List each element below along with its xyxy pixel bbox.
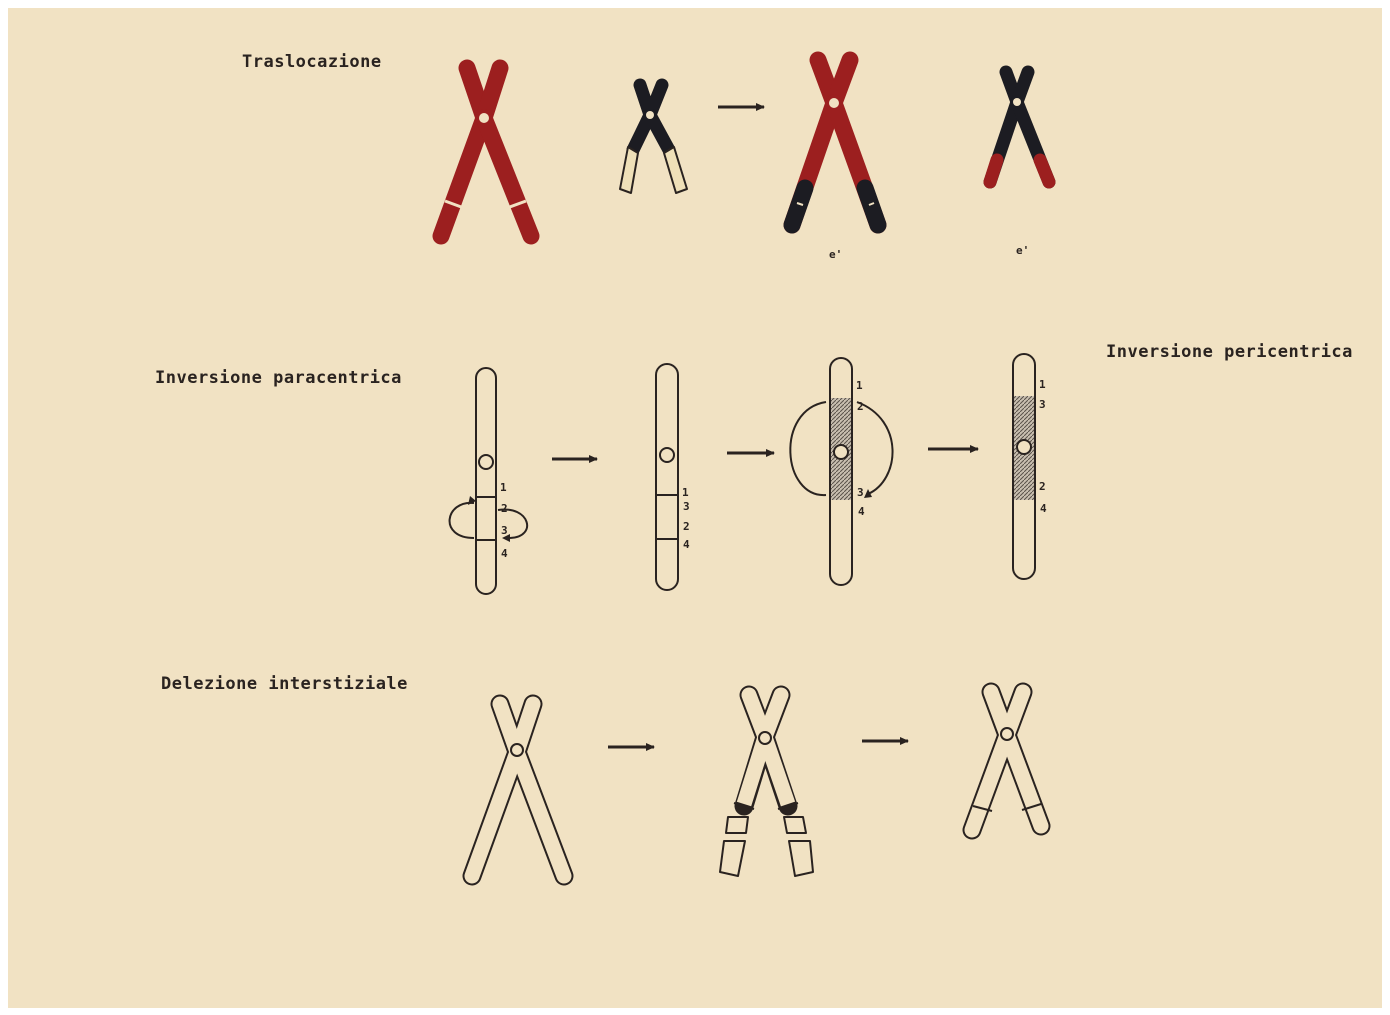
translocation-derivative-red (792, 60, 878, 225)
inversion-loop-left (450, 503, 474, 538)
deleted-fragment-left (726, 817, 748, 833)
pericentric-chromosome-original: 1 2 3 4 (790, 358, 892, 585)
band-number-1: 1 (682, 486, 689, 499)
centromere-icon (479, 455, 493, 469)
pericentric-chromosome-inverted: 1 3 2 4 (1013, 354, 1047, 579)
translocation-chromosome-red (441, 68, 531, 236)
translocation-chromosome-dark (620, 85, 687, 193)
deletion-chromosome-result (972, 692, 1041, 830)
band-number-2: 2 (683, 520, 690, 533)
band-number-1: 1 (500, 481, 507, 494)
band-number-3: 3 (857, 486, 864, 499)
derivative-label-1: e' (829, 248, 842, 261)
centromere-icon (759, 732, 771, 744)
centromere-icon (829, 98, 839, 108)
centromere-icon (1013, 98, 1021, 106)
band-number-2: 2 (501, 502, 508, 515)
centromere-icon (1001, 728, 1013, 740)
terminal-fragment-right (789, 841, 813, 876)
band-number-3: 3 (683, 500, 690, 513)
inversion-loop-right (857, 402, 893, 494)
deleted-fragment-right (784, 817, 806, 833)
band-number-1: 1 (1039, 378, 1046, 391)
centromere-icon (511, 744, 523, 756)
band-number-4: 4 (501, 547, 508, 560)
centromere-icon (479, 113, 489, 123)
centromere-icon (646, 111, 654, 119)
band-number-2: 2 (1039, 480, 1046, 493)
deletion-chromosome-original (472, 704, 564, 876)
centromere-icon (660, 448, 674, 462)
paracentric-chromosome-inverted: 1 3 2 4 (656, 364, 690, 590)
centromere-icon (834, 445, 848, 459)
deletion-chromosome-broken (720, 695, 813, 876)
translocation-derivative-dark (990, 72, 1049, 182)
terminal-fragment-left (720, 841, 745, 876)
band-number-4: 4 (858, 505, 865, 518)
band-number-4: 4 (1040, 502, 1047, 515)
band-number-2: 2 (857, 400, 864, 413)
band-number-1: 1 (856, 379, 863, 392)
centromere-icon (1017, 440, 1031, 454)
derivative-label-2: e' (1016, 244, 1029, 257)
paracentric-chromosome-original: 1 2 3 4 (450, 368, 528, 594)
band-number-4: 4 (683, 538, 690, 551)
inversion-loop-left (790, 402, 826, 495)
band-number-3: 3 (501, 524, 508, 537)
band-number-3: 3 (1039, 398, 1046, 411)
